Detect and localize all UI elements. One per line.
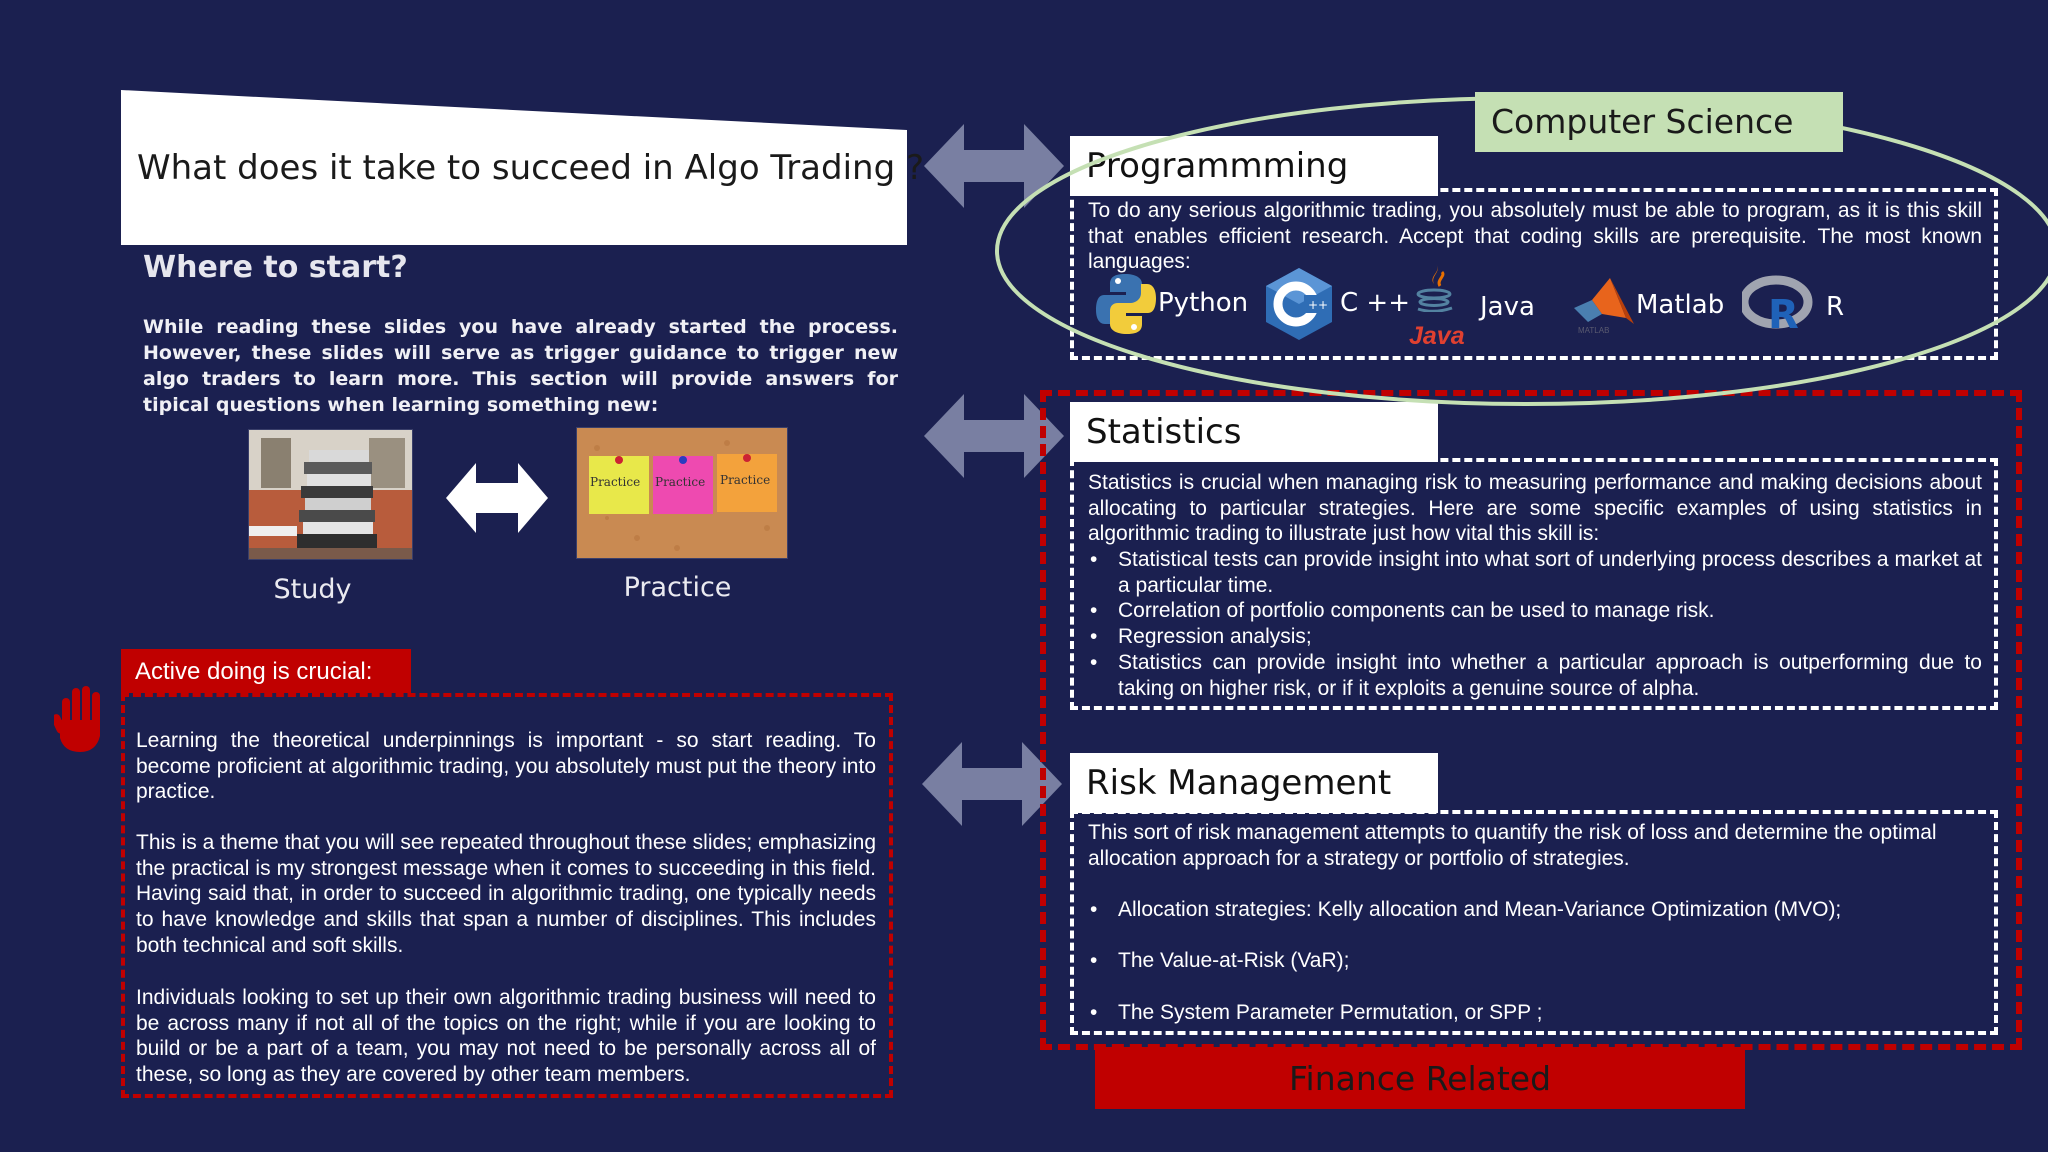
- r-label: R: [1826, 292, 1845, 322]
- practice-note-2: Practice: [655, 475, 706, 489]
- computer-science-tag: Computer Science: [1475, 92, 1843, 152]
- statistics-bullet-list: Statistical tests can provide insight in…: [1088, 547, 1982, 701]
- computer-science-label: Computer Science: [1491, 102, 1794, 141]
- java-label: Java: [1480, 292, 1535, 322]
- risk-text: This sort of risk management attempts to…: [1088, 821, 1937, 870]
- risk-bullet: The Value-at-Risk (VaR);: [1088, 948, 1982, 974]
- active-doing-box: [121, 693, 893, 1098]
- matlab-logo-text: MATLAB: [1578, 326, 1610, 335]
- active-paragraph-1: Learning the theoretical underpinnings i…: [136, 729, 876, 804]
- intro-paragraph: While reading these slides you have alre…: [143, 316, 898, 416]
- cpp-logo-icon: ++: [1266, 268, 1332, 340]
- risk-bullet: Allocation strategies: Kelly allocation …: [1088, 897, 1982, 923]
- slide-title: What does it take to succeed in Algo Tra…: [137, 148, 925, 188]
- section-subtitle: Where to start?: [143, 250, 408, 285]
- risk-bullet-list: Allocation strategies: Kelly allocation …: [1088, 897, 1982, 1025]
- statistics-bullet: Regression analysis;: [1088, 624, 1982, 650]
- risk-box: [1070, 810, 1998, 1035]
- python-label: Python: [1158, 288, 1249, 318]
- statistics-bullet: Correlation of portfolio components can …: [1088, 598, 1982, 624]
- r-logo-icon: R: [1742, 275, 1813, 334]
- statistics-heading-box: Statistics: [1070, 402, 1438, 462]
- double-arrow-programming-icon: [924, 124, 1064, 208]
- java-logo-icon: [1416, 264, 1453, 312]
- programming-heading-box: Programmming: [1070, 136, 1438, 196]
- double-arrow-risk-icon: [922, 742, 1062, 826]
- study-caption: Study: [273, 574, 352, 605]
- practice-caption: Practice: [623, 572, 732, 603]
- active-paragraph-2: This is a theme that you will see repeat…: [136, 831, 876, 957]
- practice-note-1: Practice: [590, 475, 641, 489]
- practice-note-3: Practice: [720, 473, 771, 487]
- programming-text: To do any serious algorithmic trading, y…: [1088, 199, 1982, 274]
- study-books-image: [248, 429, 413, 560]
- active-paragraph-3: Individuals looking to set up their own …: [136, 986, 876, 1087]
- python-logo-icon: [1096, 274, 1156, 334]
- statistics-text: Statistics is crucial when managing risk…: [1088, 471, 1982, 546]
- risk-heading: Risk Management: [1086, 763, 1392, 803]
- statistics-heading: Statistics: [1086, 412, 1242, 452]
- matlab-label: Matlab: [1636, 290, 1725, 320]
- programming-box: [1070, 188, 1998, 360]
- statistics-box: [1070, 458, 1998, 710]
- active-doing-heading: Active doing is crucial:: [135, 658, 373, 685]
- double-arrow-statistics-icon: [924, 394, 1064, 478]
- svg-text:++: ++: [1308, 298, 1328, 312]
- matlab-logo-icon: [1574, 278, 1634, 324]
- r-logo-letter: R: [1768, 292, 1799, 334]
- finance-related-tag: Finance Related: [1095, 1047, 1745, 1109]
- finance-related-label: Finance Related: [1288, 1059, 1552, 1098]
- statistics-bullet: Statistics can provide insight into whet…: [1088, 650, 1982, 701]
- statistics-bullet: Statistical tests can provide insight in…: [1088, 547, 1982, 598]
- cpp-label: C ++: [1340, 288, 1410, 318]
- active-doing-heading-tag: Active doing is crucial:: [121, 649, 411, 693]
- double-arrow-icon: [446, 463, 548, 533]
- programming-heading: Programmming: [1086, 146, 1349, 186]
- risk-bullet: The System Parameter Permutation, or SPP…: [1088, 1000, 1982, 1026]
- java-logo-text: Java: [1409, 322, 1465, 350]
- stop-hand-icon: [54, 686, 100, 752]
- practice-notes-image: [576, 427, 788, 559]
- risk-heading-box: Risk Management: [1070, 753, 1438, 813]
